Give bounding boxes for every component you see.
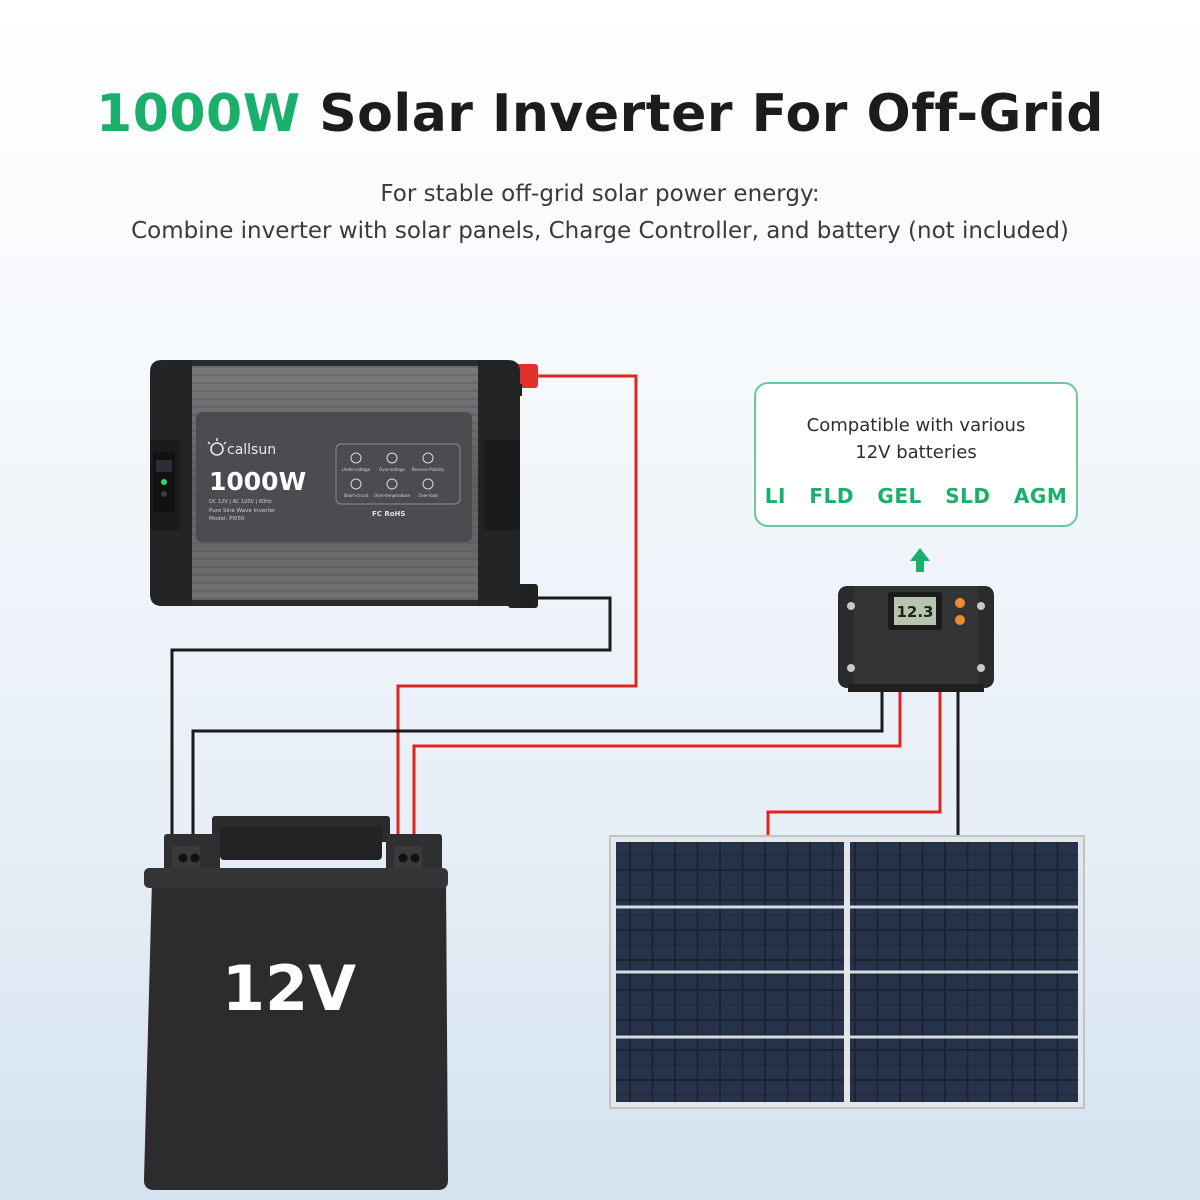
controller-lcd-value: 12.3	[896, 603, 933, 621]
inverter-protection-panel	[335, 443, 461, 505]
battery-voltage-label: 12V	[222, 952, 356, 1025]
inverter-brand: callsun	[227, 442, 276, 458]
battery: 12V	[144, 816, 448, 1190]
protection-icon	[422, 452, 434, 464]
callsun-logo-icon	[207, 438, 227, 456]
compat-line-1: Compatible with various	[806, 415, 1026, 436]
protection-icon	[350, 452, 362, 464]
wires	[170, 374, 960, 848]
battery-type-li: LI	[764, 484, 786, 508]
inverter-model-line: Model: PI050	[209, 516, 245, 522]
controller-button-up[interactable]	[955, 598, 965, 608]
inverter-power: 1000W	[209, 467, 306, 496]
inverter-type-line: Pure Sine Wave Inverter	[209, 508, 276, 514]
inverter-certifications: FC RoHS	[372, 510, 405, 518]
wire-controller-battery-negative	[191, 690, 884, 848]
protection-label: Over-temperature	[374, 493, 410, 498]
controller-button-down[interactable]	[955, 615, 965, 625]
battery-type-fld: FLD	[809, 484, 854, 508]
charge-controller: 12.3	[838, 586, 994, 692]
battery-type-agm: AGM	[1013, 484, 1068, 508]
page-subtitle: For stable off-grid solar power energy: …	[0, 176, 1200, 250]
battery-positive-terminal	[394, 846, 422, 870]
inverter: callsun 1000W DC 12V | AC 120V | 60Hz Pu…	[150, 360, 538, 608]
protection-label: Over-load	[418, 493, 438, 498]
compat-line-2: 12V batteries	[855, 442, 977, 463]
wire-inverter-positive	[396, 374, 638, 848]
protection-label: Short-circuit	[344, 493, 369, 498]
protection-icon	[386, 452, 398, 464]
title-rest: Solar Inverter For Off-Grid	[319, 84, 1104, 144]
protection-icon	[350, 478, 362, 490]
controller-lcd	[894, 597, 936, 625]
protection-icon	[386, 478, 398, 490]
battery-type-gel: GEL	[877, 484, 922, 508]
title-accent: 1000W	[96, 84, 301, 144]
protection-icon	[422, 478, 434, 490]
protection-label: Reverse Polarity	[412, 467, 445, 472]
compatibility-callout: Compatible with various 12V batteries LI…	[754, 382, 1078, 527]
arrow-up-icon	[910, 548, 930, 572]
battery-type-sld: SLD	[945, 484, 991, 508]
subtitle-line-1: For stable off-grid solar power energy:	[380, 181, 820, 207]
battery-types-list: LI FLD GEL SLD AGM	[756, 484, 1076, 508]
protection-label: Over-voltage	[379, 467, 405, 472]
protection-label: Under-voltage	[342, 467, 371, 472]
subtitle-line-2: Combine inverter with solar panels, Char…	[131, 218, 1069, 244]
wire-controller-solar-positive	[766, 690, 942, 836]
page-title: 1000W Solar Inverter For Off-Grid	[0, 84, 1200, 144]
solar-panel	[609, 835, 1085, 1109]
inverter-spec-line: DC 12V | AC 120V | 60Hz	[209, 499, 272, 505]
wire-inverter-negative	[170, 596, 612, 848]
wire-controller-battery-positive	[412, 690, 902, 848]
